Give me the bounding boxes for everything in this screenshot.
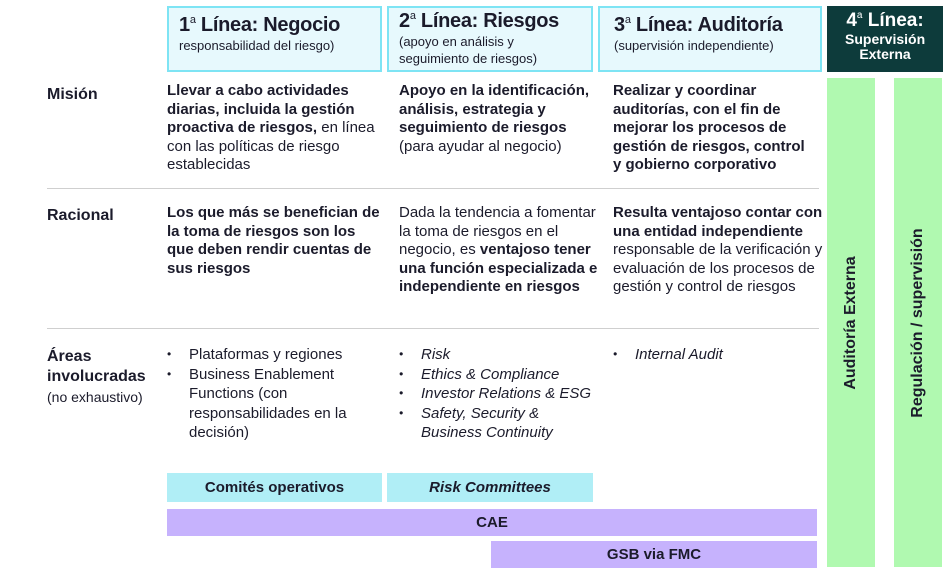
gsb-bar: GSB via FMC — [491, 541, 817, 568]
sublabel: (no exhaustivo) — [47, 389, 143, 405]
header-subtitle: Supervisión Externa — [845, 31, 926, 62]
list-item: Internal Audit — [613, 345, 813, 365]
header-subtitle: (supervisión independiente) — [614, 38, 774, 53]
header-subtitle: responsabilidad del riesgo) — [179, 38, 335, 53]
divider — [47, 188, 819, 189]
bold-text: Resulta ventajoso contar con una entidad… — [613, 204, 823, 240]
external-audit-label: Auditoría Externa — [842, 255, 859, 390]
racional-second-line: Dada la tendencia a fomentar la toma de … — [399, 204, 599, 297]
text: responsable de la verificación y evaluac… — [613, 241, 823, 295]
list-item: Risk — [399, 345, 604, 365]
header-num: 2 — [399, 10, 410, 32]
areas-second-line: Risk Ethics & Compliance Investor Relati… — [399, 345, 604, 443]
regulation-column: Regulación / supervisión — [894, 78, 942, 567]
row-label-areas: Áreas involucradas (no exhaustivo) — [47, 347, 162, 407]
bold-text: ventajoso tener una función especializad… — [399, 241, 598, 295]
list-item: Business Enablement Functions (con respo… — [167, 365, 377, 443]
areas-first-line: Plataformas y regiones Business Enableme… — [167, 345, 377, 443]
divider — [47, 328, 819, 329]
header-title: Línea: — [867, 10, 924, 31]
row-label-mision: Misión — [47, 86, 98, 103]
mision-first-line: Llevar a cabo actividades diarias, inclu… — [167, 82, 387, 175]
external-audit-column: Auditoría Externa — [827, 78, 875, 567]
mision-second-line: Apoyo en la identificación, análisis, es… — [399, 82, 604, 156]
mision-third-line: Realizar y coordinar auditorías, con el … — [613, 82, 813, 175]
row-label-racional: Racional — [47, 207, 114, 224]
header-num: 3 — [614, 14, 625, 36]
bold-text: Realizar y coordinar auditorías, con el … — [613, 82, 805, 173]
areas-third-line: Internal Audit — [613, 345, 813, 365]
risk-committees-bar: Risk Committees — [387, 473, 593, 502]
bold-text: Llevar a cabo actividades diarias, inclu… — [167, 82, 355, 136]
bold-text: Apoyo en la identificación, análisis, es… — [399, 82, 590, 136]
header-second-line: 2a Línea: Riesgos (apoyo en análisis y s… — [387, 6, 593, 72]
header-sup: a — [409, 10, 416, 22]
label-text: Áreas involucradas — [47, 348, 146, 385]
list-item: Safety, Security & Business Continuity — [399, 404, 604, 443]
racional-third-line: Resulta ventajoso contar con una entidad… — [613, 204, 831, 297]
header-first-line: 1a Línea: Negocio responsabilidad del ri… — [167, 6, 382, 72]
text: Dada la tendencia a fomentar la toma de … — [399, 204, 596, 258]
list-item: Investor Relations & ESG — [399, 384, 604, 404]
header-fourth-line: 4a Línea: Supervisión Externa — [827, 6, 943, 72]
header-num: 4 — [846, 10, 857, 31]
header-num: 1 — [179, 14, 190, 36]
header-subtitle: (apoyo en análisis y seguimiento de ries… — [399, 34, 538, 66]
header-sup: a — [856, 10, 863, 21]
header-sup: a — [624, 14, 631, 26]
header-title: Línea: Riesgos — [420, 10, 559, 32]
header-title: Línea: Negocio — [200, 14, 341, 36]
comites-operativos-bar: Comités operativos — [167, 473, 382, 502]
regulation-label: Regulación / supervisión — [909, 227, 926, 418]
header-sup: a — [189, 14, 196, 26]
list-item: Ethics & Compliance — [399, 365, 604, 385]
bold-text: Los que más se benefician de la toma de … — [167, 204, 380, 277]
text: en línea con las políticas de riesgo est… — [167, 119, 375, 173]
racional-first-line: Los que más se benefician de la toma de … — [167, 204, 385, 278]
cae-bar: CAE — [167, 509, 817, 536]
header-title: Línea: Auditoría — [635, 14, 783, 36]
header-third-line: 3a Línea: Auditoría (supervisión indepen… — [598, 6, 822, 72]
list-item: Plataformas y regiones — [167, 345, 377, 365]
text: (para ayudar al negocio) — [399, 137, 562, 155]
